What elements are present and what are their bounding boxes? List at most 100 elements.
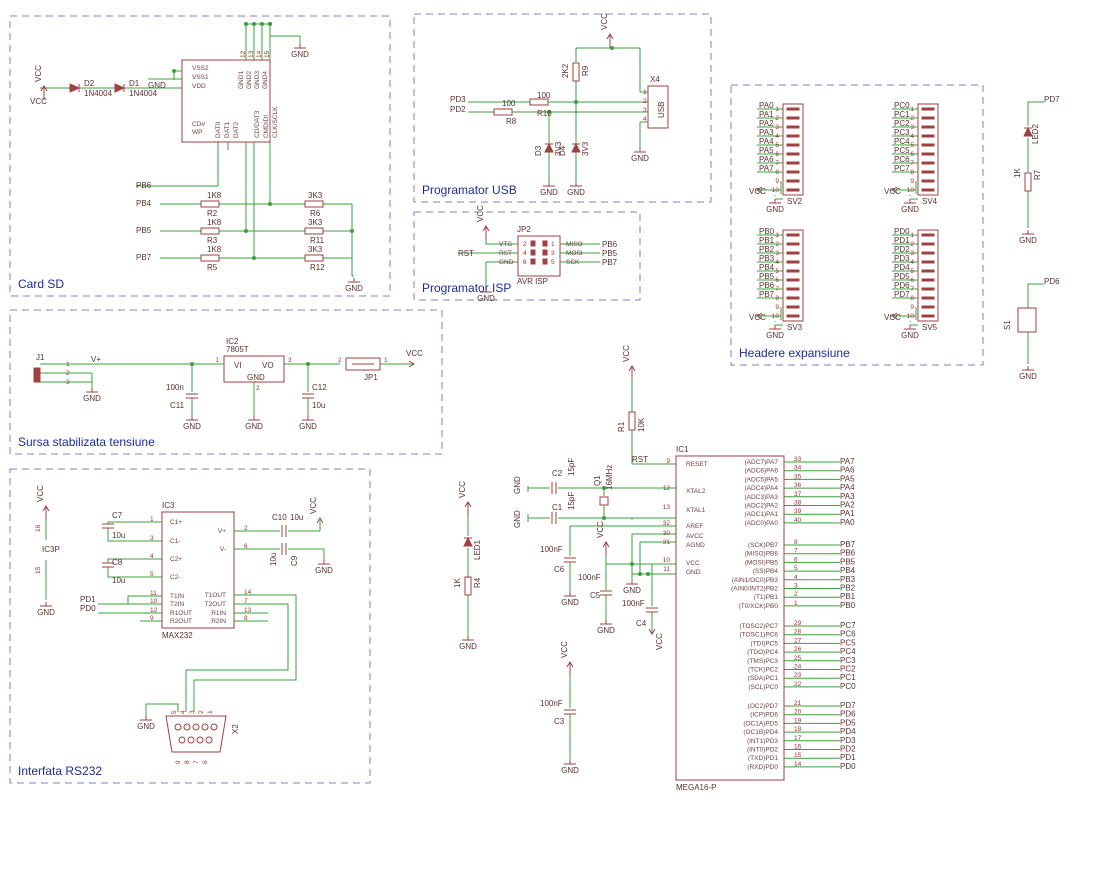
ic1-pin: (AIN1/OC0)PB3: [732, 577, 779, 584]
label: JP1: [364, 373, 378, 382]
ic1-net: PA6: [840, 466, 855, 475]
label: D2: [84, 79, 95, 88]
ic1-pin: AGND: [686, 542, 705, 549]
ic1-net: PA4: [840, 483, 855, 492]
vcc-label: VCC: [30, 97, 47, 106]
label: R9: [581, 65, 590, 76]
header-net: PC0: [894, 101, 910, 110]
label: R8: [506, 117, 517, 126]
wire: [1027, 101, 1044, 126]
label: R3: [207, 236, 218, 245]
label: C6: [554, 565, 565, 574]
label: RST: [632, 455, 648, 464]
header-pin: [786, 251, 800, 255]
header-pin: [786, 152, 800, 156]
pin-number: 4: [643, 116, 647, 123]
diode-d4: [571, 142, 581, 153]
header-pin: [786, 188, 800, 192]
wire: [755, 307, 782, 317]
label: SV4: [922, 197, 938, 206]
header-net: PA6: [759, 155, 774, 164]
label: VI: [234, 361, 242, 370]
header-pin: [786, 287, 800, 291]
wire: [755, 181, 782, 191]
isp-pin-label: MOSI: [566, 250, 583, 257]
label: 3V3: [581, 141, 590, 156]
pin-number: 7: [244, 598, 248, 605]
sd-card-socket: [181, 59, 271, 143]
label: C12: [312, 383, 327, 392]
header-pin: [921, 116, 935, 120]
pin-number: 6: [910, 151, 914, 158]
ic1-net: PB4: [840, 566, 856, 575]
label: 3K3: [308, 245, 323, 254]
label: 10u: [312, 401, 325, 410]
pin-number: 14: [244, 589, 252, 596]
pin-number: 15: [35, 566, 42, 574]
header-net: PA4: [759, 137, 774, 146]
label: 10u: [112, 531, 125, 540]
header-pin: [786, 170, 800, 174]
ic1-pin: (ADC3)PA3: [745, 494, 779, 501]
pin-number: 36: [794, 482, 802, 489]
pin-number: 37: [794, 491, 802, 498]
wire: [648, 628, 656, 635]
label: VO: [262, 361, 274, 370]
ic1-pin: (ADC4)PA4: [745, 485, 779, 492]
pin-number: 12: [150, 607, 158, 614]
section-frames: [9, 13, 984, 784]
header-pin: [786, 233, 800, 237]
label: C1: [552, 503, 563, 512]
pin-number: 33: [794, 456, 802, 463]
sd-pin-label: DAT1: [224, 121, 231, 138]
ic1-net: PD7: [840, 701, 856, 710]
vcc-arrow: [42, 505, 50, 512]
pin-number: 10: [150, 598, 158, 605]
ic1-pin: VCC: [686, 560, 700, 567]
gnd-label: GND: [567, 188, 585, 197]
label: 1N4004: [129, 89, 158, 98]
pin-number: 3: [551, 250, 555, 257]
sd-pin-label: DAT0: [215, 121, 222, 138]
label: 1K: [1013, 168, 1022, 178]
header-net: PD3: [894, 254, 910, 263]
label: VCC: [406, 349, 423, 358]
header-net: PA1: [759, 110, 774, 119]
pin-number: 6: [775, 151, 779, 158]
pin-number: 5: [910, 268, 914, 275]
db9-pin: [201, 723, 209, 731]
card-sd-frame: [9, 15, 391, 297]
gnd-label: GND: [597, 626, 615, 635]
resistor-r4: [464, 576, 472, 596]
isp-pin-label: VTG: [499, 241, 512, 248]
header-net: PB6: [759, 281, 775, 290]
gnd-label: GND: [245, 422, 263, 431]
resistor-r8: [493, 108, 513, 116]
ic1-pin: (SCK)PB7: [748, 542, 778, 549]
label: R1: [617, 421, 626, 432]
db9-pin: [174, 723, 182, 731]
header-pin: [921, 179, 935, 183]
wire: [891, 315, 898, 320]
label: PB6: [602, 240, 618, 249]
pin-number: 4: [775, 259, 779, 266]
sd-pin-label: WP: [192, 129, 202, 136]
ic1-pin: XTAL2: [686, 488, 706, 495]
ic1-pin: RESET: [686, 461, 708, 468]
usb-connector-x4: [647, 85, 669, 129]
pin-number: 34: [794, 465, 802, 472]
junction-dot: [268, 22, 272, 26]
vcc-arrow: [606, 33, 614, 40]
max232-pin: T2OUT: [205, 601, 226, 608]
ic1-net: PC6: [840, 630, 856, 639]
label: GND: [148, 81, 166, 90]
label: PD2: [450, 105, 466, 114]
max232-pin: R1OUT: [170, 610, 192, 617]
label: IC1: [676, 445, 689, 454]
label: R7: [1033, 169, 1042, 180]
pin-number: 14: [256, 50, 263, 58]
pin-number: 12: [240, 50, 247, 58]
pin-number: 15: [794, 752, 802, 759]
pin-number: 1: [66, 361, 70, 368]
pin-number: 3: [910, 124, 914, 131]
